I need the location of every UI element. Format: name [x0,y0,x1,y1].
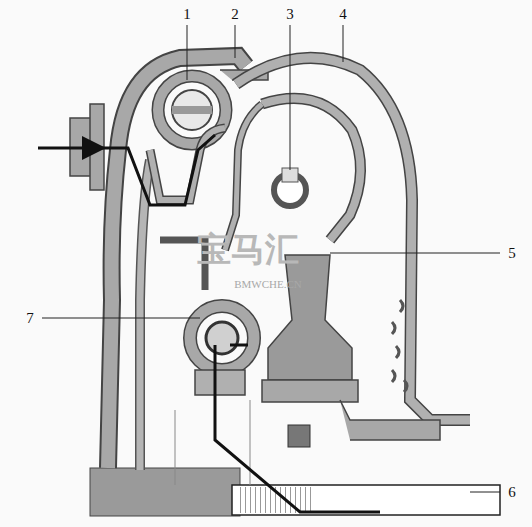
callout-number: 3 [284,6,296,23]
callout-number: 7 [24,310,36,327]
callout-number: 5 [506,245,518,262]
callout-number: 2 [229,6,241,23]
watermark-text: 宝马汇 [197,233,299,267]
callout-number: 6 [506,484,518,501]
callout-number: 4 [337,6,349,23]
watermark-url: BMWCHE.CN [234,279,302,290]
callout-number: 1 [181,6,193,23]
